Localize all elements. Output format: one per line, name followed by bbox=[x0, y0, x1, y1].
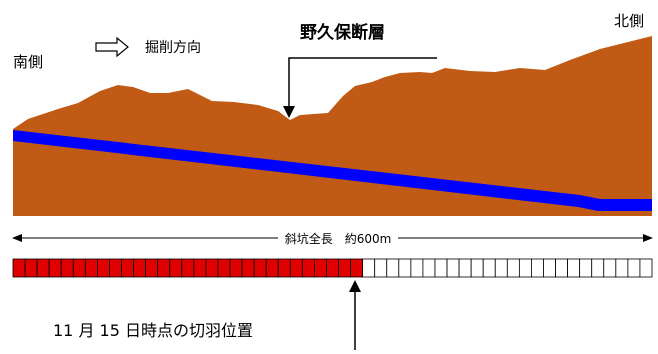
progress-segment-remaining bbox=[494, 258, 508, 278]
progress-segment-done bbox=[145, 258, 159, 278]
excavation-direction-label: 掘削方向 bbox=[145, 40, 201, 56]
progress-segment-done bbox=[338, 258, 351, 278]
progress-segment-remaining bbox=[470, 258, 484, 278]
fault-leader-line bbox=[288, 57, 437, 108]
progress-segment-remaining bbox=[555, 258, 569, 278]
progress-segment-remaining bbox=[386, 258, 400, 278]
right-arrowhead-icon bbox=[643, 234, 653, 242]
progress-segment-done bbox=[181, 258, 195, 278]
progress-segment-done bbox=[289, 258, 303, 278]
progress-segment-done bbox=[241, 258, 255, 278]
progress-segment-done bbox=[60, 258, 74, 278]
total-length-dimension: 斜坑全長 約600m bbox=[12, 231, 653, 246]
progress-segment-done bbox=[265, 258, 279, 278]
progress-segment-done bbox=[350, 258, 364, 278]
progress-segment-done bbox=[326, 258, 339, 278]
fault-callout: 野久保断層 bbox=[283, 22, 437, 118]
progress-segment-remaining bbox=[531, 258, 544, 278]
progress-segment-done bbox=[84, 258, 98, 278]
progress-segment-remaining bbox=[518, 258, 532, 278]
excavation-progress-bar bbox=[12, 258, 653, 278]
progress-segment-remaining bbox=[410, 258, 424, 278]
progress-segment-remaining bbox=[639, 258, 653, 278]
progress-segment-remaining bbox=[422, 258, 436, 278]
progress-segment-done bbox=[217, 258, 231, 278]
progress-segment-remaining bbox=[506, 258, 520, 278]
progress-segment-done bbox=[277, 258, 291, 278]
progress-segment-done bbox=[205, 258, 219, 278]
progress-segment-done bbox=[109, 258, 122, 278]
face-pointer-arrowhead-icon bbox=[349, 280, 361, 292]
progress-segment-remaining bbox=[579, 258, 593, 278]
progress-segment-remaining bbox=[458, 258, 472, 278]
fault-arrowhead-icon bbox=[283, 106, 295, 118]
progress-segment-remaining bbox=[627, 258, 641, 278]
progress-segment-remaining bbox=[398, 258, 412, 278]
inclined-tunnel bbox=[13, 130, 652, 211]
hollow-arrow-icon bbox=[95, 36, 129, 58]
left-arrowhead-icon bbox=[12, 234, 22, 242]
south-label: 南側 bbox=[13, 53, 43, 71]
progress-segment-remaining bbox=[543, 258, 556, 278]
excavation-direction-indicator: 掘削方向 bbox=[95, 36, 201, 58]
progress-segment-remaining bbox=[567, 258, 581, 278]
progress-segment-done bbox=[48, 258, 62, 278]
ground-cross-section bbox=[13, 36, 652, 216]
progress-segment-done bbox=[12, 258, 26, 278]
progress-segment-done bbox=[229, 258, 243, 278]
progress-segment-done bbox=[97, 258, 110, 278]
progress-segment-done bbox=[36, 258, 50, 278]
fault-label: 野久保断層 bbox=[300, 22, 385, 43]
progress-segment-remaining bbox=[591, 258, 605, 278]
progress-segment-done bbox=[169, 258, 183, 278]
current-face-pointer: 11 月 15 日時点の切羽位置 bbox=[53, 280, 361, 350]
progress-segment-done bbox=[157, 258, 171, 278]
progress-segment-done bbox=[193, 258, 207, 278]
progress-segment-remaining bbox=[482, 258, 496, 278]
progress-segment-done bbox=[253, 258, 267, 278]
progress-segment-done bbox=[121, 258, 134, 278]
progress-segment-done bbox=[133, 258, 147, 278]
current-position-label: 11 月 15 日時点の切羽位置 bbox=[53, 321, 253, 340]
progress-segment-done bbox=[72, 258, 86, 278]
total-length-label: 斜坑全長 約600m bbox=[285, 231, 392, 246]
tunnel-band bbox=[13, 130, 652, 211]
progress-segment-remaining bbox=[374, 258, 388, 278]
progress-segment-remaining bbox=[362, 258, 376, 278]
progress-segment-done bbox=[301, 258, 315, 278]
progress-segment-done bbox=[314, 258, 327, 278]
progress-segment-remaining bbox=[434, 258, 448, 278]
progress-segment-done bbox=[24, 258, 38, 278]
progress-segment-remaining bbox=[446, 258, 460, 278]
progress-segment-remaining bbox=[615, 258, 629, 278]
ground-profile bbox=[13, 36, 652, 216]
progress-segment-remaining bbox=[603, 258, 617, 278]
north-label: 北側 bbox=[614, 12, 644, 30]
